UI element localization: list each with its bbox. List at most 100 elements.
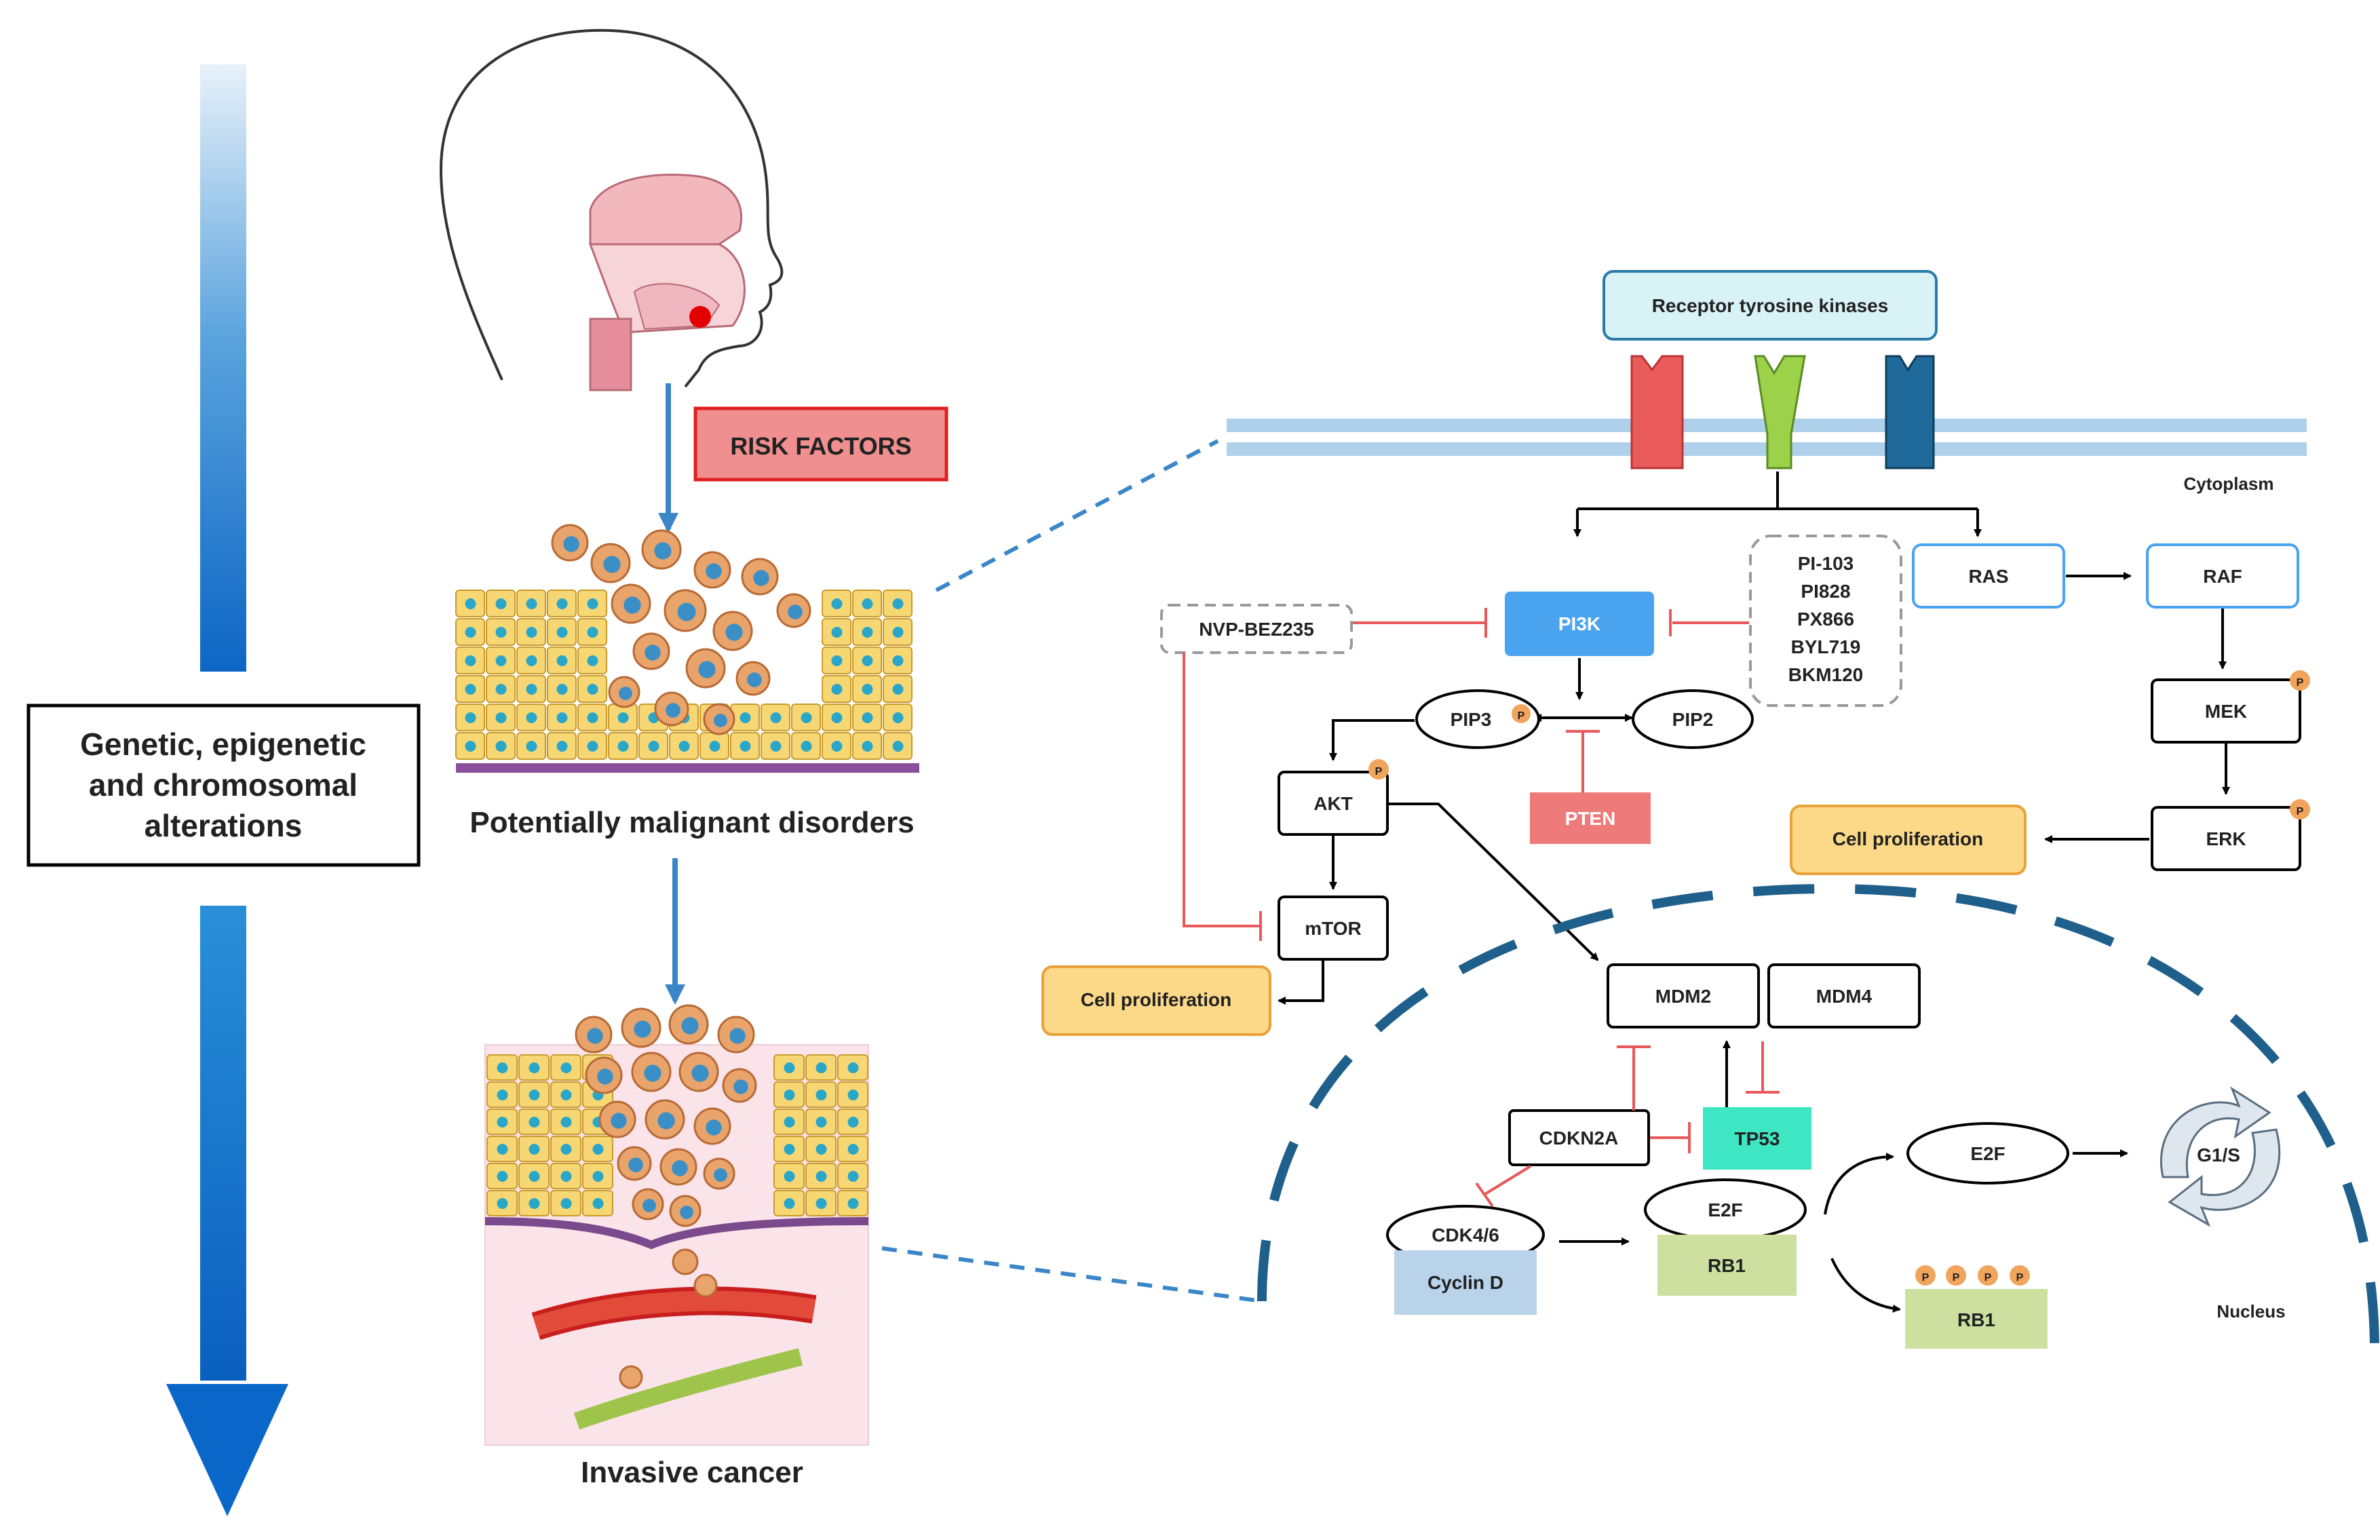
tp53-label: TP53: [1735, 1128, 1780, 1149]
cdkn2a-node: CDKN2A: [1508, 1109, 1650, 1166]
basement-membrane: [456, 763, 919, 773]
pip3-node: PIP3 P: [1415, 689, 1540, 749]
cell-nucleus: [709, 741, 721, 752]
cell-nucleus: [497, 1090, 508, 1100]
tumor-nucleus: [725, 623, 743, 641]
alterations-line-3: alterations: [145, 808, 303, 843]
lesion-dot: [689, 306, 711, 328]
cell-nucleus: [560, 1062, 572, 1073]
cell-nucleus: [784, 1062, 795, 1073]
cell-nucleus: [556, 712, 568, 723]
tumor-nucleus: [644, 1064, 661, 1082]
rb1-b-label: RB1: [1957, 1309, 1995, 1330]
tissue-premalignant: [455, 524, 919, 773]
receptor-branch: [1573, 471, 1982, 537]
cell-nucleus: [497, 1171, 508, 1182]
inhibition-nvp-pi3k: [1353, 608, 1487, 638]
pip2-label: PIP2: [1672, 709, 1714, 730]
pi3k-label: PI3K: [1558, 613, 1600, 634]
cell-nucleus: [465, 627, 476, 638]
tissue-invasive: [484, 1004, 869, 1446]
cell-nucleus: [529, 1090, 540, 1100]
cell-nucleus: [587, 712, 598, 723]
prb1-p4: P: [2016, 1272, 2024, 1284]
cell-nucleus: [617, 712, 629, 723]
cell-nucleus: [465, 598, 476, 609]
cell-nucleus: [497, 1144, 508, 1155]
cell-nucleus: [526, 712, 537, 723]
cell-nucleus: [560, 1144, 572, 1155]
cell-nucleus: [847, 1144, 859, 1155]
tumor-nucleus: [619, 687, 632, 700]
cell-nucleus: [465, 712, 476, 723]
tumor-nucleus: [706, 563, 722, 579]
nuclear-envelope: [1257, 883, 2379, 1351]
inhibitor-3: PX866: [1797, 609, 1854, 630]
pten-label: PTEN: [1565, 808, 1616, 829]
pip3-p: P: [1518, 710, 1525, 722]
rtk-box: Receptor tyrosine kinases: [1602, 270, 1938, 341]
tumor-nucleus: [753, 570, 769, 586]
mdm4-label: MDM4: [1816, 986, 1873, 1007]
cell-nucleus: [560, 1198, 572, 1209]
cell-nucleus: [847, 1117, 859, 1128]
nucleus-label: Nucleus: [2216, 1301, 2285, 1322]
arrow-akt-mdm2: [1387, 803, 1599, 961]
tumor-nucleus: [603, 556, 621, 573]
cell-nucleus: [648, 741, 659, 752]
tumor-nucleus: [677, 602, 696, 621]
cell-prolif-right-label: Cell proliferation: [1832, 828, 1983, 849]
head-illustration: [439, 28, 784, 391]
cell-proliferation-left: Cell proliferation: [1041, 965, 1271, 1036]
cell-proliferation-right: Cell proliferation: [1790, 805, 2027, 875]
zoom-line-top: [935, 439, 1219, 592]
cell-nucleus: [892, 741, 904, 752]
prb1-p3: P: [1984, 1272, 1992, 1284]
stage1-label: Potentially malignant disorders: [469, 806, 914, 839]
tumor-nucleus: [691, 1064, 709, 1082]
cell-nucleus: [465, 684, 476, 695]
alterations-line-1: Genetic, epigenetic: [80, 727, 366, 762]
inhibition-cdkn2a-mdm2: [1617, 1045, 1651, 1111]
cell-nucleus: [465, 655, 476, 666]
e2f-b-label: E2F: [1970, 1143, 2005, 1164]
tumor-nucleus: [611, 1113, 627, 1129]
cell-nucleus: [815, 1062, 827, 1073]
tumor-nucleus: [680, 1206, 693, 1219]
mdm2-label: MDM2: [1655, 986, 1711, 1007]
cell-nucleus: [526, 598, 537, 609]
cell-nucleus: [556, 627, 568, 638]
tumor-nucleus: [698, 661, 716, 678]
receptor-red: [1630, 355, 1684, 469]
erk-node: ERK P: [2151, 799, 2310, 871]
ras-node: RAS: [1912, 543, 2065, 609]
mtor-node: mTOR: [1278, 896, 1389, 961]
e2f-a-label: E2F: [1708, 1199, 1742, 1220]
tumor-nucleus: [788, 604, 803, 619]
cell-nucleus: [560, 1090, 572, 1100]
cell-nucleus: [815, 1117, 827, 1128]
pi3k-node: PI3K: [1505, 592, 1654, 656]
rtk-label: Receptor tyrosine kinases: [1652, 295, 1889, 316]
inhibition-cdkn2a-cdk46: [1475, 1165, 1532, 1208]
cytoplasm-label: Cytoplasm: [2184, 474, 2274, 494]
cell-nucleus: [529, 1117, 540, 1128]
cell-nucleus: [587, 741, 598, 752]
cell-nucleus: [892, 598, 904, 609]
tumor-nucleus: [587, 1028, 603, 1044]
cell-nucleus: [862, 684, 873, 695]
cell-nucleus: [529, 1062, 540, 1073]
tumor-nucleus: [729, 1028, 746, 1044]
cell-nucleus: [847, 1198, 859, 1209]
tp53-node: TP53: [1703, 1107, 1811, 1170]
tumor-nucleus: [623, 596, 641, 614]
pi3k-inhibitors-box: PI-103 PI828 PX866 BYL719 BKM120: [1749, 535, 1902, 707]
g1s-label: G1/S: [2197, 1144, 2240, 1166]
cell-nucleus: [495, 712, 507, 723]
akt-p: P: [1375, 766, 1383, 777]
tumor-nucleus: [747, 672, 762, 687]
tumor-nucleus: [642, 1199, 656, 1212]
cell-nucleus: [784, 1117, 795, 1128]
cell-nucleus: [556, 598, 568, 609]
